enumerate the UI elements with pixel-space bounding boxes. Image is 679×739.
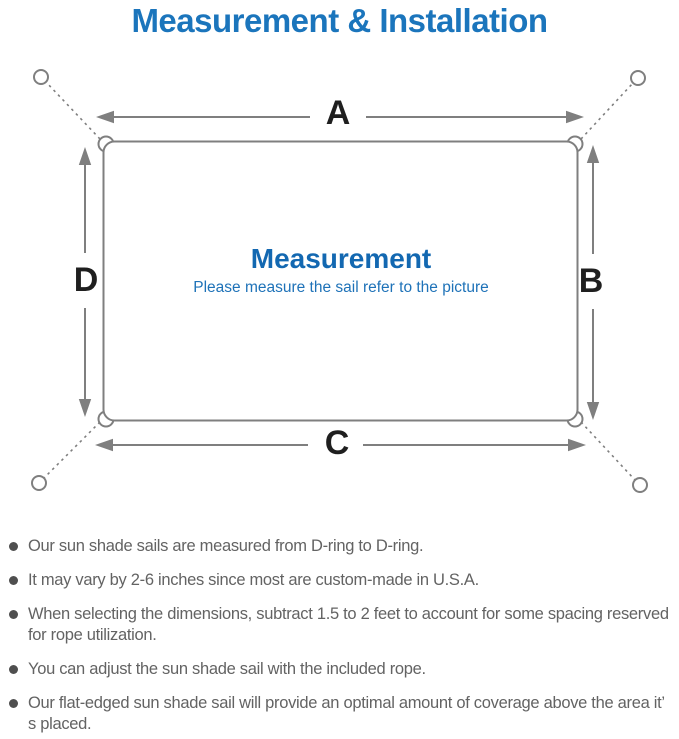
note-text: Our flat-edged sun shade sail will provi… xyxy=(28,694,665,733)
dimension-arrow-c xyxy=(95,438,586,452)
list-item: Our flat-edged sun shade sail will provi… xyxy=(9,693,669,735)
page-title: Measurement & Installation xyxy=(131,2,548,39)
rope-dashed-line xyxy=(43,81,636,481)
diagram-artwork xyxy=(31,69,648,493)
note-text: You can adjust the sun shade sail with t… xyxy=(28,660,426,678)
dimension-arrow-b xyxy=(586,145,600,420)
diagram-center-subheading: Please measure the sail refer to the pic… xyxy=(193,279,489,296)
bullet-dot-icon xyxy=(9,576,18,585)
note-text: When selecting the dimensions, subtract … xyxy=(28,605,669,644)
dimension-label-b: B xyxy=(578,262,604,300)
bullet-dot-icon xyxy=(9,699,18,708)
dimension-label-a: A xyxy=(325,94,351,132)
d-ring-icon xyxy=(97,135,584,428)
list-item: When selecting the dimensions, subtract … xyxy=(9,604,669,646)
dimension-label-d: D xyxy=(73,261,99,299)
bullet-dot-icon xyxy=(9,542,18,551)
diagram-center-heading: Measurement xyxy=(250,243,432,274)
dimension-arrow-d xyxy=(78,147,92,417)
dimension-arrow-a xyxy=(96,110,584,124)
list-item: Our sun shade sails are measured from D-… xyxy=(9,536,669,557)
sail-measurement-diagram: A B C D Measurement Please measure the s… xyxy=(0,44,679,536)
mounting-ring-icon xyxy=(31,69,648,493)
note-text: It may vary by 2-6 inches since most are… xyxy=(28,571,479,589)
list-item: You can adjust the sun shade sail with t… xyxy=(9,659,669,680)
sail-outline xyxy=(102,140,579,422)
note-text: Our sun shade sails are measured from D-… xyxy=(28,537,424,555)
bullet-dot-icon xyxy=(9,665,18,674)
bullet-dot-icon xyxy=(9,610,18,619)
measurement-notes-list: Our sun shade sails are measured from D-… xyxy=(9,536,669,739)
list-item: It may vary by 2-6 inches since most are… xyxy=(9,570,669,591)
dimension-label-c: C xyxy=(324,424,350,462)
